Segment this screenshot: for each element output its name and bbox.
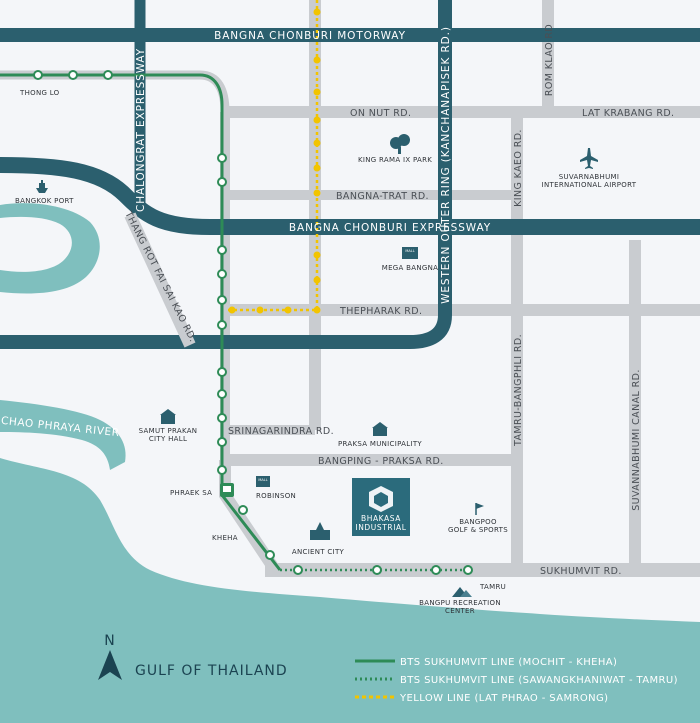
phraek-sa-label: PHRAEK SA [170, 489, 212, 497]
brand-line2: INDUSTRIAL [355, 523, 406, 532]
plane-icon [580, 148, 598, 169]
chalongrat-label: CHALONGRAT EXPRESSWAY [135, 48, 147, 212]
robinson-label: ROBINSON [256, 492, 296, 500]
ancient-city-label: ANCIENT CITY [292, 548, 345, 556]
brand-line1: BHAKASA [361, 514, 401, 523]
svg-text:MALL: MALL [258, 478, 267, 482]
kheha-label: KHEHA [212, 534, 238, 542]
tamru-bangphli-label: TAMRU-BANGPHLI RD. [513, 334, 524, 447]
temple-icon [310, 522, 330, 540]
bangpoo-label-2: GOLF & SPORTS [448, 526, 508, 534]
king-kaeo-label: KING KAEO RD. [513, 129, 524, 207]
bhakasa-brand-block[interactable]: BHAKASA INDUSTRIAL [352, 478, 410, 536]
expressway-label: BANGNA CHONBURI EXPRESSWAY [289, 222, 491, 234]
motorway-label: BANGNA CHONBURI MOTORWAY [214, 30, 406, 42]
compass-label: N [104, 633, 115, 649]
airport-label-2: INTERNATIONAL AIRPORT [542, 181, 637, 189]
legend-label-0: BTS SUKHUMVIT LINE (MOCHIT - KHEHA) [400, 657, 617, 668]
gulf-water [0, 458, 700, 723]
praksa-label: PRAKSA MUNICIPALITY [338, 440, 422, 448]
station-icon [220, 483, 234, 497]
bangpoo-label-1: BANGPOO [459, 518, 497, 526]
port-river [0, 203, 100, 294]
golf-icon [475, 503, 484, 515]
yellow-line [228, 0, 321, 314]
on-nut-label: ON NUT RD. [350, 108, 411, 119]
bangkok-port-label: BANGKOK PORT [15, 197, 74, 205]
legend: BTS SUKHUMVIT LINE (MOCHIT - KHEHA) BTS … [355, 657, 678, 704]
bts-tamru-line [280, 565, 473, 575]
chao-phraya-river [0, 400, 126, 470]
municipality-icon [372, 422, 388, 436]
north-arrow-icon [98, 650, 122, 680]
king-rama-label: KING RAMA IX PARK [358, 156, 432, 164]
bts-sukhumvit-line [0, 70, 282, 571]
bangping-praksa-label: BANGPING - PRAKSA RD. [318, 456, 444, 467]
suvannabhumi-canal-label: SUVANNABHUMI CANAL RD. [631, 369, 642, 511]
bangpu-label-2: CENTER [445, 607, 475, 615]
airport-label-1: SUVARNABHUMI [559, 173, 619, 181]
thang-rot-fai-road [124, 212, 196, 348]
outer-ring-label: WESTERN OUTER RING (KANCHANAPISEK RD.) [440, 26, 452, 304]
park-icon [390, 134, 410, 154]
mega-bangna-label: MEGA BANGNA [382, 264, 438, 272]
robinson-mall-icon: MALL [256, 476, 270, 487]
city-hall-icon [160, 409, 176, 424]
srinagarindra-label: SRINAGARINDRA RD. [228, 426, 334, 437]
ship-icon [36, 180, 48, 193]
samut-prakan-label-2: CITY HALL [149, 435, 187, 443]
outer-ring-road [0, 0, 452, 349]
brand-logo-icon [369, 486, 393, 512]
mall-icon: MALL [402, 247, 418, 259]
samut-prakan-label-1: SAMUT PRAKAN [139, 427, 198, 435]
tamru-label: TAMRU [479, 583, 506, 591]
sukhumvit-label: SUKHUMVIT RD. [540, 566, 622, 577]
legend-label-1: BTS SUKHUMVIT LINE (SAWANGKHANIWAT - TAM… [400, 675, 678, 686]
lat-krabang-label: LAT KRABANG RD. [582, 108, 674, 119]
rom-klao-label: ROM KLAO RD [544, 24, 555, 96]
legend-label-2: YELLOW LINE (LAT PHRAO - SAMRONG) [399, 693, 608, 704]
bangna-trat-label: BANGNA-TRAT RD. [336, 191, 429, 202]
thepharak-label: THEPHARAK RD. [339, 306, 422, 317]
bangpu-label-1: BANGPU RECREATION [419, 599, 501, 607]
thong-lo-label: THONG LO [19, 89, 60, 97]
expressway-road [0, 157, 700, 235]
highways [0, 0, 700, 349]
gulf-label: GULF OF THAILAND [135, 663, 288, 679]
svg-text:MALL: MALL [405, 249, 414, 253]
mountain-icon [452, 587, 472, 597]
